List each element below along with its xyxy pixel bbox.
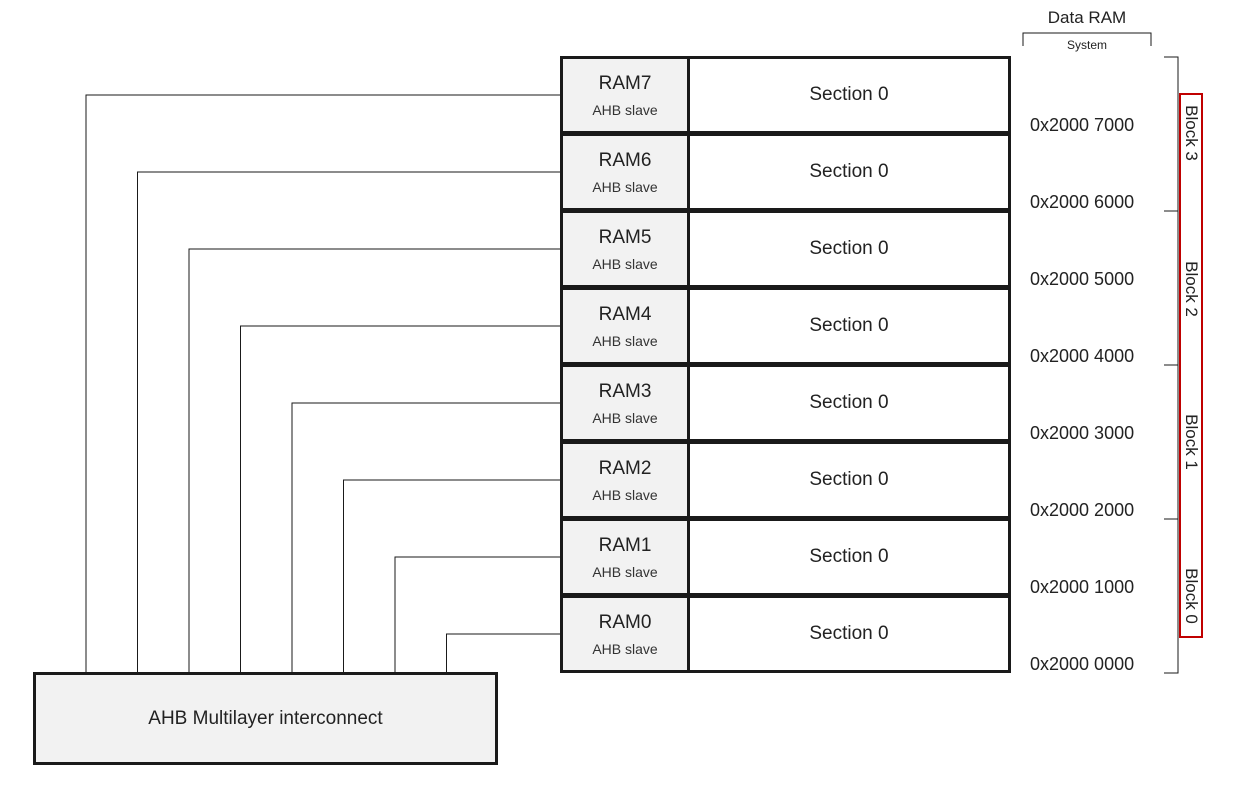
- address-label: 0x2000 0000: [1030, 654, 1135, 674]
- section-label: Section 0: [809, 161, 889, 182]
- system-subtitle: System: [1066, 38, 1107, 52]
- address-label: 0x2000 7000: [1030, 115, 1135, 135]
- wire-line: [137, 171, 560, 672]
- ram-section-box: Section 0: [687, 441, 1011, 519]
- block-label: Block 1: [1182, 414, 1201, 470]
- ram-section-box: Section 0: [687, 287, 1011, 365]
- block-label: Block 0: [1182, 568, 1201, 624]
- section-label: Section 0: [809, 315, 889, 336]
- address-label: 0x2000 4000: [1030, 346, 1135, 366]
- wire-line: [394, 556, 560, 672]
- section-label: Section 0: [809, 469, 889, 490]
- address-label: 0x2000 2000: [1030, 500, 1135, 520]
- ram-name: RAM0: [598, 611, 652, 633]
- wire-line: [446, 633, 560, 672]
- ram-section-box: Section 0: [687, 364, 1011, 442]
- ram-section-box: Section 0: [687, 210, 1011, 288]
- ahb-multilayer-interconnect: AHB Multilayer interconnect: [33, 672, 498, 765]
- wire-line: [85, 94, 560, 672]
- blocks-frame: [1179, 93, 1203, 638]
- ram-section-box: Section 0: [687, 133, 1011, 211]
- ram-section-box: Section 0: [687, 595, 1011, 673]
- ram-name: RAM7: [598, 72, 652, 94]
- section-label: Section 0: [809, 623, 889, 644]
- ram-slave-label: AHB slave: [592, 178, 658, 195]
- section-label: Section 0: [809, 392, 889, 413]
- ram-name: RAM1: [598, 534, 652, 556]
- ram-name: RAM4: [598, 303, 652, 325]
- address-label: 0x2000 3000: [1030, 423, 1135, 443]
- wire-line: [343, 479, 560, 672]
- ram-name: RAM6: [598, 149, 652, 171]
- address-label: 0x2000 6000: [1030, 192, 1135, 212]
- ram-slave-label: AHB slave: [592, 255, 658, 272]
- ram-name: RAM3: [598, 380, 652, 402]
- ram-slave-label: AHB slave: [592, 409, 658, 426]
- address-label: 0x2000 1000: [1030, 577, 1135, 597]
- ram-slave-label: AHB slave: [592, 486, 658, 503]
- interconnect-label: AHB Multilayer interconnect: [148, 707, 383, 729]
- block-label: Block 3: [1182, 105, 1201, 161]
- ram-section-box: Section 0: [687, 56, 1011, 134]
- ram-slave-label: AHB slave: [592, 640, 658, 657]
- wire-line: [240, 325, 560, 672]
- ram-slave-label: AHB slave: [592, 101, 658, 118]
- ram-slave-label: AHB slave: [592, 332, 658, 349]
- ram-name: RAM5: [598, 226, 652, 248]
- section-label: Section 0: [809, 546, 889, 567]
- ram-section-box: Section 0: [687, 518, 1011, 596]
- ram-slave-label: AHB slave: [592, 563, 658, 580]
- section-label: Section 0: [809, 84, 889, 105]
- block-label: Block 2: [1182, 261, 1201, 317]
- header-bracket: [1022, 32, 1152, 46]
- wire-line: [291, 402, 560, 672]
- wire-line: [188, 248, 560, 672]
- data-ram-title: Data RAM: [1047, 8, 1127, 27]
- section-label: Section 0: [809, 238, 889, 259]
- ram-name: RAM2: [598, 457, 652, 479]
- address-label: 0x2000 5000: [1030, 269, 1135, 289]
